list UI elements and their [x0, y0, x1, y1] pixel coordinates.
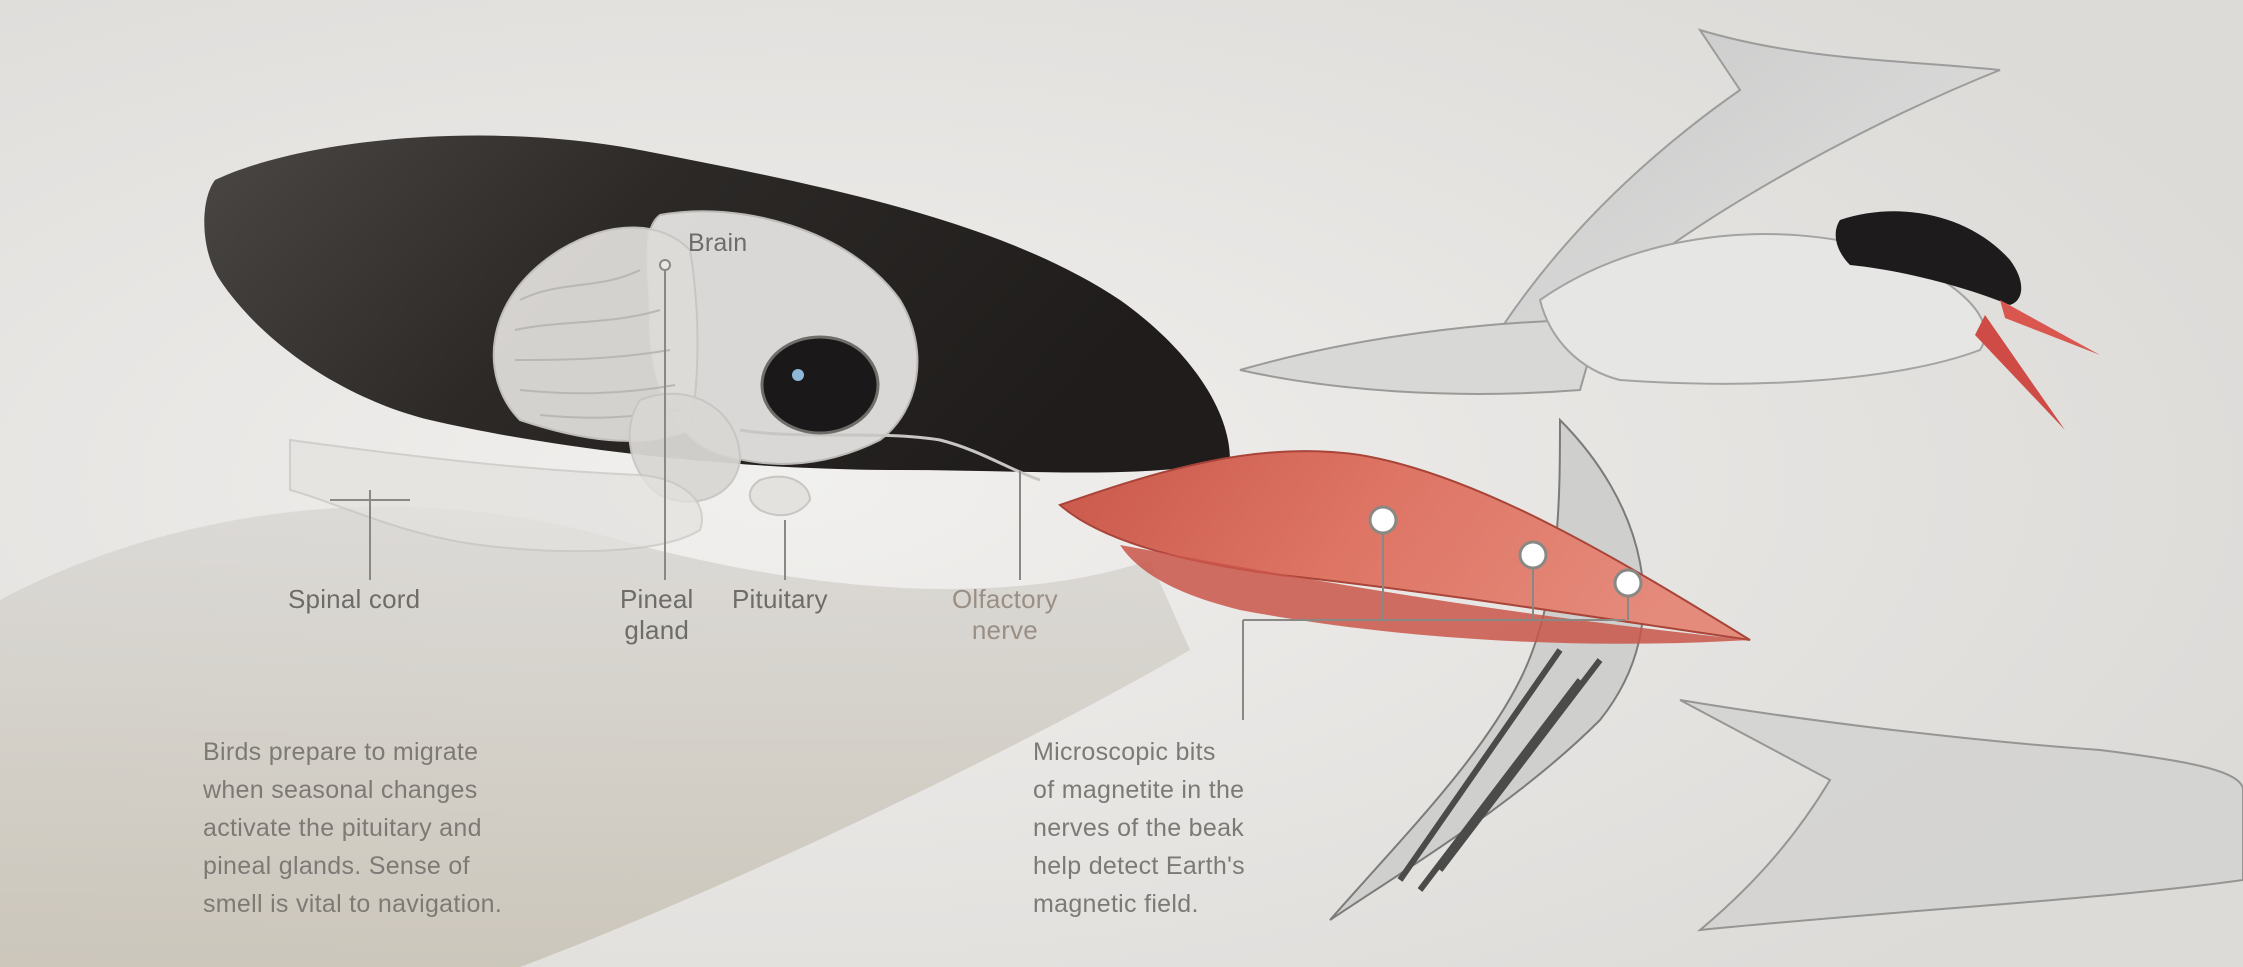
migration-caption: Birds prepare to migrate when seasonal c…: [203, 733, 502, 923]
migration-caption-line: when seasonal changes: [203, 771, 502, 809]
olfactory-nerve-label-line1: Olfactory: [952, 584, 1058, 615]
olfactory-nerve-label: Olfactory nerve: [952, 584, 1058, 646]
magnetite-caption-line: Microscopic bits: [1033, 733, 1245, 771]
pineal-gland-label-line1: Pineal: [620, 584, 693, 615]
magnetite-dot: [1615, 570, 1641, 596]
migration-caption-line: Birds prepare to migrate: [203, 733, 502, 771]
olfactory-nerve-label-line2: nerve: [952, 615, 1058, 646]
tern-eye: [762, 337, 878, 433]
spinal-cord-label: Spinal cord: [288, 584, 420, 615]
pituitary-label: Pituitary: [732, 584, 828, 615]
magnetite-dot: [1520, 542, 1546, 568]
migration-caption-line: activate the pituitary and: [203, 809, 502, 847]
pineal-gland-label: Pineal gland: [620, 584, 693, 646]
pineal-gland-label-line2: gland: [620, 615, 693, 646]
magnetite-caption: Microscopic bits of magnetite in the ner…: [1033, 733, 1245, 923]
magnetite-caption-line: help detect Earth's: [1033, 847, 1245, 885]
magnetite-caption-line: of magnetite in the: [1033, 771, 1245, 809]
magnetite-caption-line: nerves of the beak: [1033, 809, 1245, 847]
magnetite-dot: [1370, 507, 1396, 533]
brain-label: Brain: [688, 228, 747, 259]
magnetite-caption-line: magnetic field.: [1033, 885, 1245, 923]
pituitary-shape: [750, 477, 810, 515]
migration-caption-line: pineal glands. Sense of: [203, 847, 502, 885]
pineal-leader-dot: [660, 260, 670, 270]
migration-caption-line: smell is vital to navigation.: [203, 885, 502, 923]
